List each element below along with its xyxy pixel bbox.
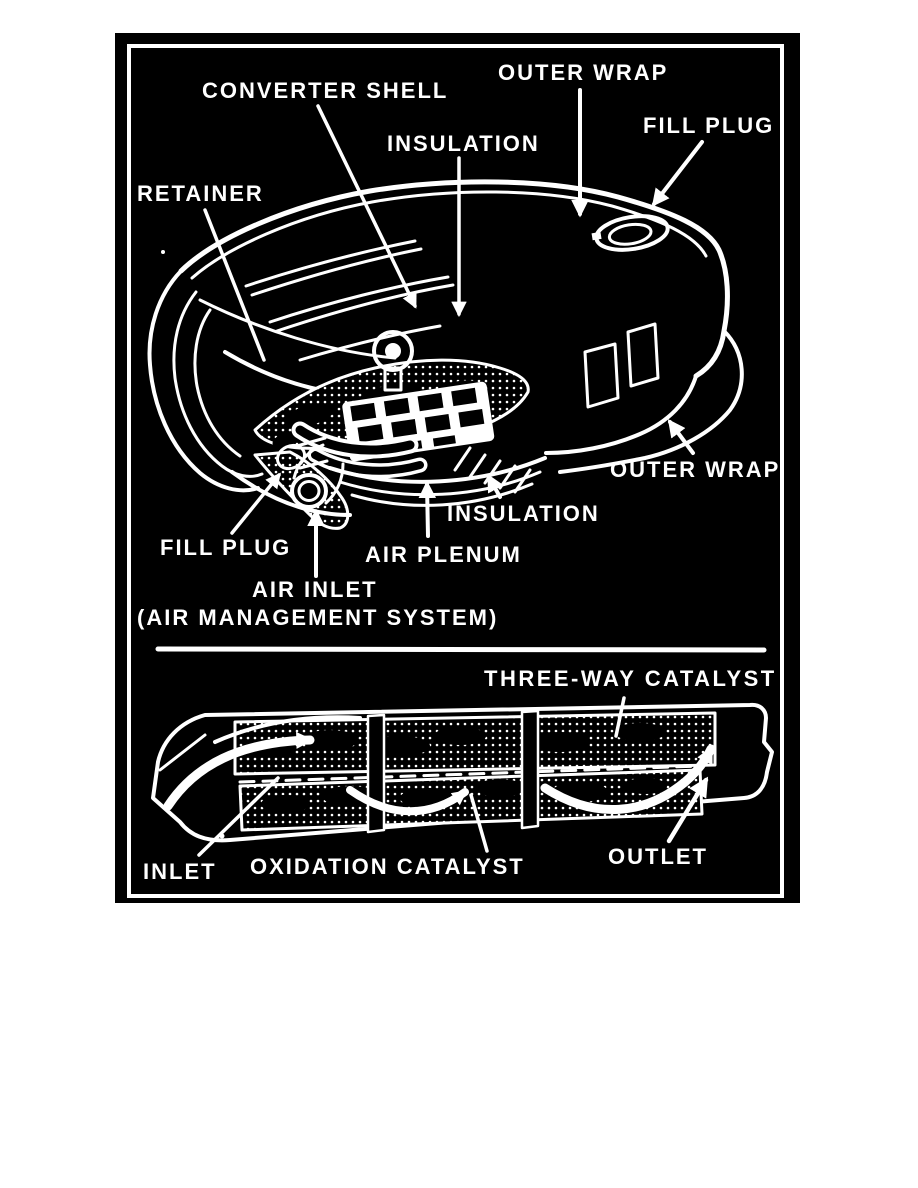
inlet-leader <box>197 776 280 857</box>
outer-wrap-right-arrow <box>667 419 695 455</box>
outer-wrap-right-label: OUTER WRAP <box>610 457 781 482</box>
fill-plug-top-label: FILL PLUG <box>643 113 775 138</box>
oxidation-catalyst-leader <box>469 793 489 853</box>
figure-divider-rule <box>155 646 767 653</box>
three-way-catalyst-leader <box>614 696 626 738</box>
shell-top-outline <box>178 179 730 379</box>
outer-wrap-left-outline <box>147 269 260 493</box>
insulation-bottom-arrow <box>487 473 504 499</box>
air-inlet-label: AIR INLET <box>252 577 378 602</box>
air-plenum-label: AIR PLENUM <box>365 542 522 567</box>
top-figure-converter-drawing <box>147 179 744 530</box>
top-figure-leaders <box>203 88 704 578</box>
perforated-plate <box>238 764 702 784</box>
air-inlet-pipe-drawing <box>275 436 345 509</box>
outlet-label: OUTLET <box>608 844 708 869</box>
fill-plug-top-arrow <box>651 140 704 207</box>
scan-speck <box>161 250 165 254</box>
inlet-label: INLET <box>143 859 217 884</box>
air-plenum-arrow <box>418 480 437 538</box>
shell-top-inner-line <box>190 190 708 280</box>
retainer-label: RETAINER <box>137 181 264 206</box>
fill-plug-bottom-leader <box>230 472 281 535</box>
outer-wrap-top-label: OUTER WRAP <box>498 60 669 85</box>
three-way-catalyst-label: THREE-WAY CATALYST <box>484 666 777 691</box>
outlet-arrow <box>666 776 709 844</box>
insulation-top-label: INSULATION <box>387 131 540 156</box>
fill-plug-bottom-label: FILL PLUG <box>160 535 292 560</box>
converter-shell-leader-line <box>316 104 417 309</box>
air-plenum-tubes <box>291 421 428 479</box>
retainer-bolt <box>372 330 414 392</box>
retainer-leader-line <box>203 208 266 362</box>
flow-arrows <box>163 715 716 816</box>
bottom-figure-leaders <box>197 696 709 857</box>
insulation-bottom-label: INSULATION <box>447 501 600 526</box>
converter-shell-label: CONVERTER SHELL <box>202 78 449 103</box>
air-management-label: (AIR MANAGEMENT SYSTEM) <box>137 605 499 630</box>
fill-plug-top-drawing <box>591 214 670 252</box>
oxidation-catalyst-label: OXIDATION CATALYST <box>250 854 525 879</box>
outer-wrap-right-edge <box>558 329 744 474</box>
